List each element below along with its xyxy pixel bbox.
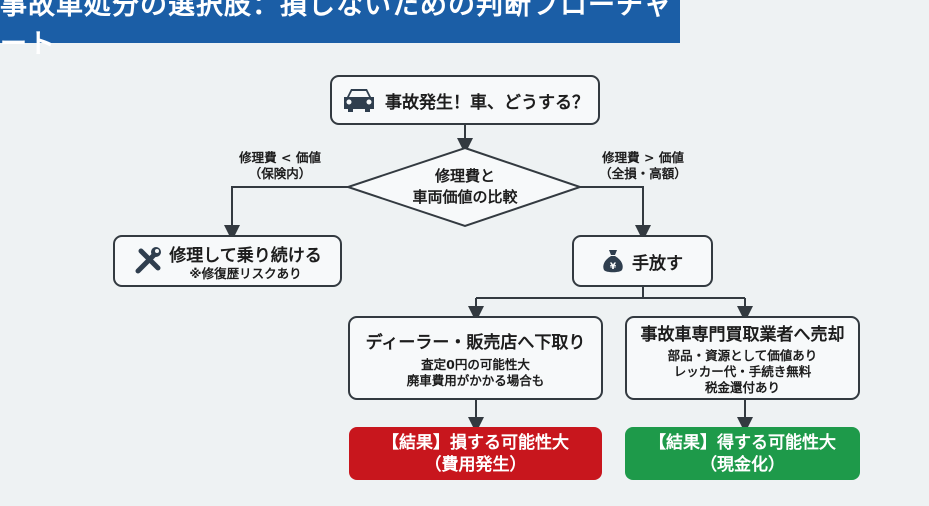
dealer-box: ディーラー・販売店へ下取り 査定0円の可能性大 廃車費用がかかる場合も (348, 316, 603, 400)
branch-right-label: 修理費 > 価値 （全損・高額） (578, 150, 708, 182)
branch-left-line1: 修理費 < 価値 (239, 150, 321, 165)
decision-text: 修理費と 車両価値の比較 (390, 166, 540, 208)
decision-line1: 修理費と (434, 167, 495, 185)
branch-right-line2: （全損・高額） (599, 166, 687, 181)
result-good-line2: （現金化） (700, 454, 785, 475)
branch-right-line1: 修理費 > 価値 (602, 150, 684, 165)
repair-label: 修理して乗り続ける (169, 245, 322, 266)
letgo-label: 手放す (632, 253, 683, 274)
result-bad-line2: （費用発生） (424, 454, 527, 475)
result-good-box: 【結果】得する可能性大 （現金化） (625, 427, 860, 480)
buyer-box: 事故車専門買取業者へ売却 部品・資源として価値あり レッカー代・手続き無料 税金… (625, 316, 860, 400)
arrow-left-branch (224, 186, 348, 241)
buyer-label: 事故車専門買取業者へ売却 (640, 325, 845, 345)
buyer-note: 税金還付あり (704, 380, 780, 395)
start-box: 事故発生！車、どうする？ (330, 75, 600, 125)
dealer-note: 査定0円の可能性大 (421, 356, 530, 372)
decision-diamond (344, 146, 584, 228)
arrow-right-branch (580, 186, 651, 241)
dealer-note: 廃車費用がかかる場合も (406, 372, 545, 388)
repair-box: 修理して乗り続ける ※修復歴リスクあり (113, 235, 342, 287)
dealer-label: ディーラー・販売店へ下取り (365, 332, 586, 353)
car-icon (344, 89, 374, 112)
branch-left-label: 修理費 < 価値 （保険内） (215, 150, 345, 182)
start-label: 事故発生！車、どうする？ (385, 92, 589, 113)
result-bad-line1: 【結果】損する可能性大 (382, 432, 569, 453)
result-good-line1: 【結果】得する可能性大 (649, 432, 836, 453)
buyer-note: 部品・資源として価値あり (667, 348, 818, 363)
svg-text:¥: ¥ (610, 262, 617, 272)
buyer-note: レッカー代・手続き無料 (673, 364, 812, 379)
repair-note: ※修復歴リスクあり (189, 265, 302, 281)
decision-line2: 車両価値の比較 (412, 188, 518, 206)
money-bag-icon: ¥ (603, 250, 623, 273)
wrench-screwdriver-icon (135, 247, 162, 274)
result-bad-box: 【結果】損する可能性大 （費用発生） (349, 427, 602, 480)
letgo-box: ¥ 手放す (572, 235, 713, 287)
branch-left-line2: （保険内） (248, 166, 312, 181)
